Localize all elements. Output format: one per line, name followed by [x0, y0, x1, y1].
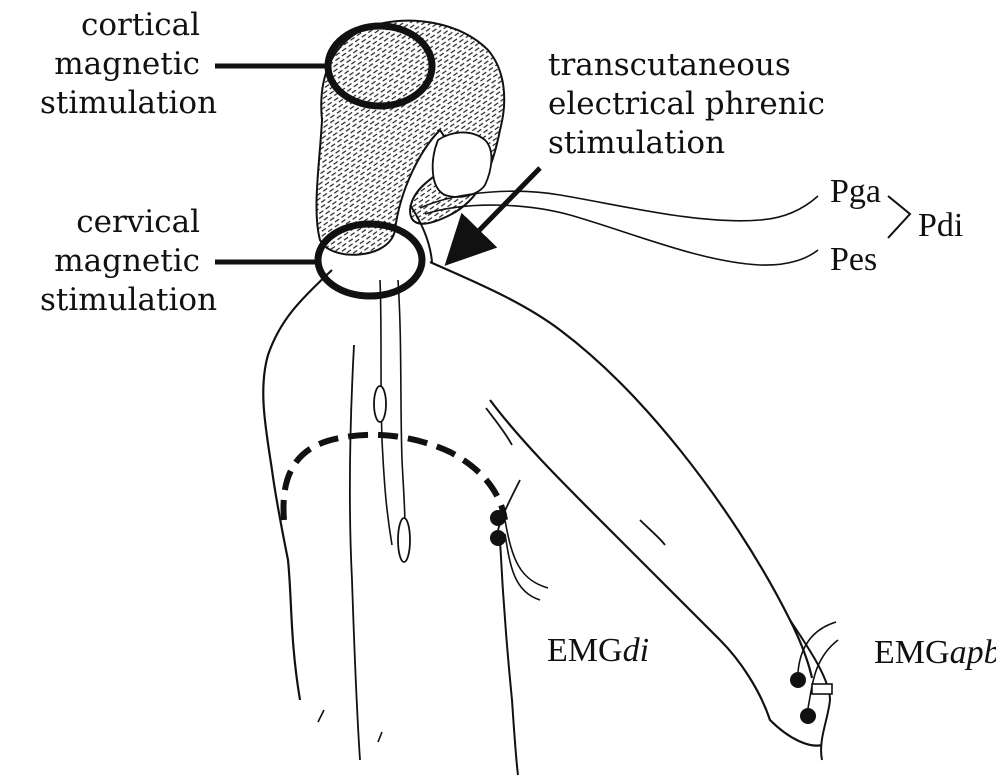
- cortical-label: cortical magnetic stimulation: [40, 6, 200, 123]
- pes-label: Pes: [830, 240, 877, 279]
- pes-wire: [425, 205, 818, 265]
- mark-a: [318, 710, 324, 722]
- spine-line: [350, 345, 360, 760]
- emg-apb-label: EMGapb: [840, 594, 996, 711]
- esophageal-balloon: [374, 386, 386, 422]
- pdi-bracket: [888, 196, 910, 238]
- emg-di-electrode-1: [490, 510, 506, 526]
- phrenic-label: transcutaneous electrical phrenic stimul…: [548, 46, 848, 163]
- diaphragm-outline: [283, 435, 505, 520]
- emg-apb-patch: [812, 684, 832, 694]
- ear: [433, 132, 492, 197]
- arm-crease: [640, 520, 665, 545]
- scapula-line: [486, 408, 512, 445]
- pga-label: Pga: [830, 172, 881, 211]
- gastric-balloon: [398, 518, 410, 562]
- emg-di-suffix: di: [623, 632, 649, 669]
- emg-apb-suffix: apb: [950, 634, 996, 671]
- emg-apb-electrode-2: [800, 708, 816, 724]
- mark-b: [378, 732, 382, 742]
- emg-di-electrode-2: [490, 530, 506, 546]
- torso-left-outline: [263, 270, 332, 700]
- emg-di-lead-1: [505, 520, 548, 588]
- cervical-label: cervical magnetic stimulation: [40, 203, 200, 320]
- emg-apb-prefix: EMG: [874, 634, 950, 671]
- pdi-label: Pdi: [918, 206, 963, 245]
- emg-apb-electrode-1: [790, 672, 806, 688]
- esophageal-wire-2: [398, 280, 405, 540]
- emg-di-prefix: EMG: [547, 632, 623, 669]
- emg-di-label: EMGdi: [513, 592, 649, 709]
